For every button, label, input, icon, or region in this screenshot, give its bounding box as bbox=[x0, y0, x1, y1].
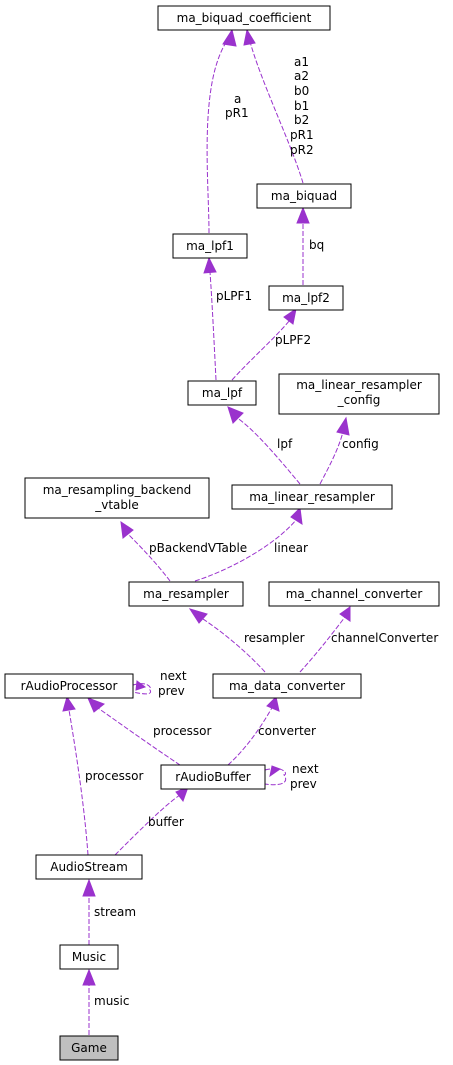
node-ma-lpf1[interactable]: ma_lpf1 bbox=[172, 233, 248, 259]
edge-label-resampler: resampler bbox=[244, 631, 305, 645]
node-ma-channel-converter[interactable]: ma_channel_converter bbox=[268, 581, 440, 607]
edge-label-processor-stream: processor bbox=[85, 769, 143, 783]
edge-label-linear: linear bbox=[274, 541, 308, 555]
edge-processor-self-loop: next prev bbox=[132, 669, 187, 698]
edge-game-to-music: music bbox=[82, 968, 129, 1035]
edge-linear-resampler-to-lpf: lpf bbox=[227, 406, 301, 485]
node-label: _config bbox=[337, 393, 381, 407]
edge-lpf1-to-biquad-coefficient: a pR1 bbox=[206, 28, 249, 234]
node-label: rAudioProcessor bbox=[21, 679, 118, 693]
node-ma-resampling-backend-vtable[interactable]: ma_resampling_backend _vtable bbox=[24, 477, 210, 519]
node-ma-data-converter[interactable]: ma_data_converter bbox=[212, 673, 362, 699]
node-label: ma_lpf bbox=[202, 386, 243, 400]
edge-linear-resampler-to-config: config bbox=[319, 416, 379, 485]
edge-label-a1: a1 bbox=[294, 55, 309, 69]
edge-label-music: music bbox=[94, 994, 129, 1008]
node-label: ma_resampling_backend bbox=[43, 483, 192, 497]
edge-label-converter: converter bbox=[258, 724, 316, 738]
edge-label-b2: b2 bbox=[294, 113, 309, 127]
edge-buffer-to-processor: processor bbox=[87, 697, 211, 766]
edge-label-b1: b1 bbox=[294, 99, 309, 113]
edge-label-a2: a2 bbox=[294, 69, 309, 83]
edge-data-converter-to-channel-converter: channelConverter bbox=[299, 606, 438, 673]
edge-label-a: a bbox=[234, 92, 241, 106]
edge-data-converter-to-resampler: resampler bbox=[188, 608, 305, 673]
node-ma-lpf2[interactable]: ma_lpf2 bbox=[268, 285, 344, 311]
node-label: Game bbox=[71, 1041, 107, 1055]
edge-resampler-to-linear-resampler: linear bbox=[194, 506, 308, 582]
node-label: ma_linear_resampler bbox=[296, 378, 422, 392]
node-label: AudioStream bbox=[50, 860, 128, 874]
edge-label-bq: bq bbox=[309, 238, 324, 252]
edge-label-plpf2: pLPF2 bbox=[275, 333, 311, 347]
edge-lpf2-to-biquad: bq bbox=[296, 206, 324, 285]
node-ma-linear-resampler[interactable]: ma_linear_resampler bbox=[231, 484, 393, 510]
node-ma-biquad-coefficient[interactable]: ma_biquad_coefficient bbox=[157, 5, 331, 31]
node-ma-lpf[interactable]: ma_lpf bbox=[187, 380, 257, 406]
edge-label-pr2: pR2 bbox=[290, 143, 314, 157]
edge-biquad-to-biquad-coefficient: a1 a2 b0 b1 b2 pR1 pR2 bbox=[243, 28, 314, 184]
node-label: ma_lpf2 bbox=[282, 291, 330, 305]
edge-lpf-to-lpf2: pLPF2 bbox=[231, 307, 311, 381]
edge-label-lpf: lpf bbox=[277, 437, 293, 451]
edge-label-b0: b0 bbox=[294, 84, 309, 98]
edge-lpf-to-lpf1: pLPF1 bbox=[203, 256, 252, 381]
node-game[interactable]: Game bbox=[59, 1035, 119, 1061]
edge-buffer-self-loop: next prev bbox=[264, 762, 319, 791]
node-label: ma_biquad bbox=[271, 189, 337, 203]
edge-label-next-buffer: next bbox=[292, 762, 319, 776]
edge-label-plpf1: pLPF1 bbox=[216, 289, 252, 303]
node-label: ma_biquad_coefficient bbox=[177, 11, 312, 25]
node-raudioprocessor[interactable]: rAudioProcessor bbox=[4, 673, 134, 699]
node-label: _vtable bbox=[94, 498, 139, 512]
edge-stream-to-processor: processor bbox=[62, 695, 143, 856]
edge-buffer-to-data-converter: converter bbox=[227, 695, 316, 766]
edge-music-to-stream: stream bbox=[82, 878, 136, 945]
edge-label-pr1b: pR1 bbox=[290, 128, 314, 142]
edge-label-next: next bbox=[160, 669, 187, 683]
edge-resampler-to-backend-vtable: pBackendVTable bbox=[120, 520, 247, 582]
node-raudiobuffer[interactable]: rAudioBuffer bbox=[160, 764, 266, 790]
edge-label-prev-buffer: prev bbox=[290, 777, 317, 791]
node-label: ma_channel_converter bbox=[286, 587, 423, 601]
node-label: ma_resampler bbox=[143, 587, 229, 601]
edge-stream-to-buffer: buffer bbox=[114, 786, 189, 856]
node-label: rAudioBuffer bbox=[175, 770, 251, 784]
edge-label-processor-buffer: processor bbox=[153, 724, 211, 738]
edge-label-channelconverter: channelConverter bbox=[331, 631, 438, 645]
node-label: ma_linear_resampler bbox=[249, 490, 375, 504]
edge-label-prev: prev bbox=[158, 684, 185, 698]
edge-label-pbackendvtable: pBackendVTable bbox=[149, 541, 247, 555]
node-label: Music bbox=[72, 950, 106, 964]
edge-label-buffer: buffer bbox=[148, 815, 184, 829]
node-audiostream[interactable]: AudioStream bbox=[35, 854, 143, 880]
edge-label-stream: stream bbox=[94, 905, 136, 919]
node-label: ma_lpf1 bbox=[186, 239, 234, 253]
node-label: ma_data_converter bbox=[229, 679, 345, 693]
edge-label-pr1: pR1 bbox=[225, 106, 249, 120]
node-ma-resampler[interactable]: ma_resampler bbox=[128, 581, 244, 607]
node-ma-biquad[interactable]: ma_biquad bbox=[256, 183, 352, 209]
edge-label-config: config bbox=[342, 437, 379, 451]
node-ma-linear-resampler-config[interactable]: ma_linear_resampler _config bbox=[278, 373, 440, 415]
node-music[interactable]: Music bbox=[59, 944, 119, 970]
